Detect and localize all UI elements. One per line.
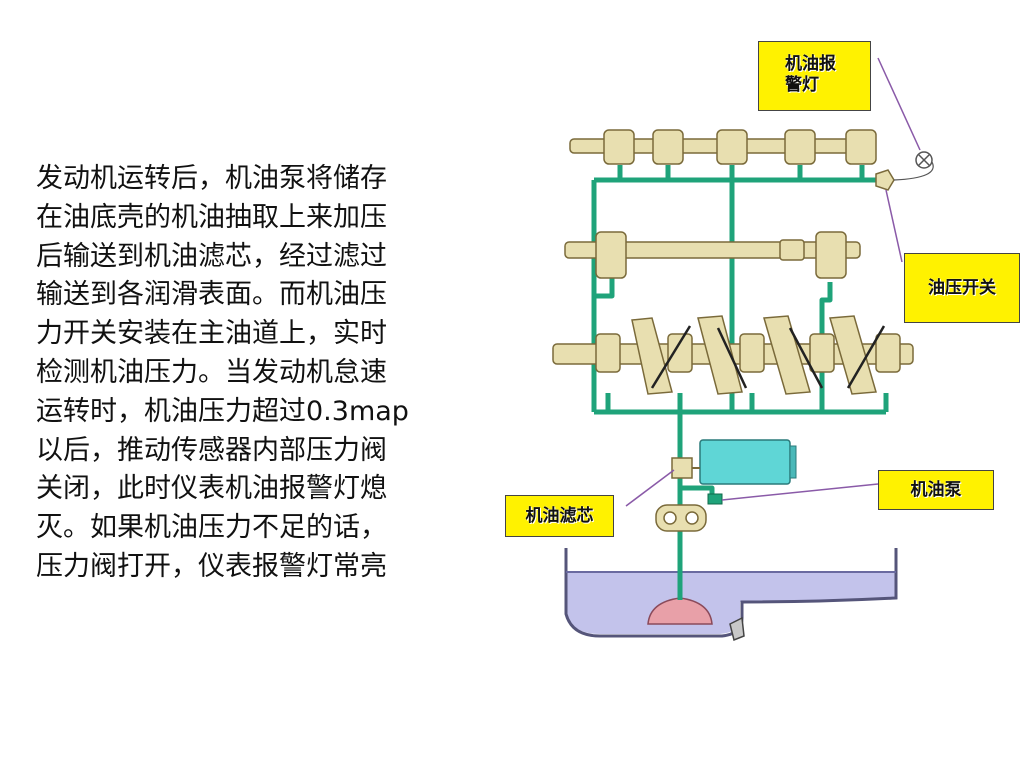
description-line: 发动机运转后，机油泵将储存 [36, 163, 387, 194]
description-line: 灭。如果机油压力不足的话， [36, 512, 387, 544]
description-line: 关闭，此时仪表机油报警灯熄 [36, 473, 387, 505]
leader-lines [625, 57, 921, 507]
drain-plug [729, 616, 745, 642]
pressure-switch-label: 油压开关 [904, 253, 1020, 323]
description-line: 运转时，机油压力超过0.3map [36, 395, 409, 427]
oil-filter-label-text: 机油滤芯 [525, 505, 594, 526]
crankshaft [552, 315, 914, 395]
description-line: 在油底壳的机油抽取上来加压 [36, 201, 387, 233]
description-line: 后输送到机油滤芯，经过滤过 [36, 240, 387, 272]
description-text: 发动机运转后，机油泵将储存 在油底壳的机油抽取上来加压 后输送到机油滤芯，经过滤… [36, 160, 486, 587]
oil-pump-label-text: 机油泵 [910, 479, 962, 500]
description-line: 输送到各润滑表面。而机油压 [36, 279, 387, 311]
camshaft [569, 129, 877, 165]
description-line: 以后，推动传感器内部压力阀 [36, 434, 387, 466]
intermediate-shaft [564, 231, 861, 279]
oil-pan [564, 548, 898, 642]
oil-pressure-switch [875, 169, 895, 191]
warning-lamp-icon [893, 151, 934, 181]
oil-pump [655, 493, 723, 532]
description-line: 检测机油压力。当发动机怠速 [36, 356, 387, 388]
description-line: 压力阀打开，仪表报警灯常亮 [36, 550, 387, 582]
oil-pump-label: 机油泵 [878, 470, 994, 510]
pressure-switch-label-text: 油压开关 [928, 277, 996, 298]
warning-lamp-label-line1: 机油报 [785, 54, 836, 74]
warning-lamp-label: 机油报 警灯 [758, 41, 871, 111]
oil-filter [671, 439, 797, 485]
oil-filter-label: 机油滤芯 [505, 495, 614, 537]
lubrication-system-diagram [552, 57, 934, 642]
warning-lamp-label-line2: 警灯 [785, 75, 819, 95]
description-line: 力开关安装在主油道上，实时 [36, 318, 387, 350]
